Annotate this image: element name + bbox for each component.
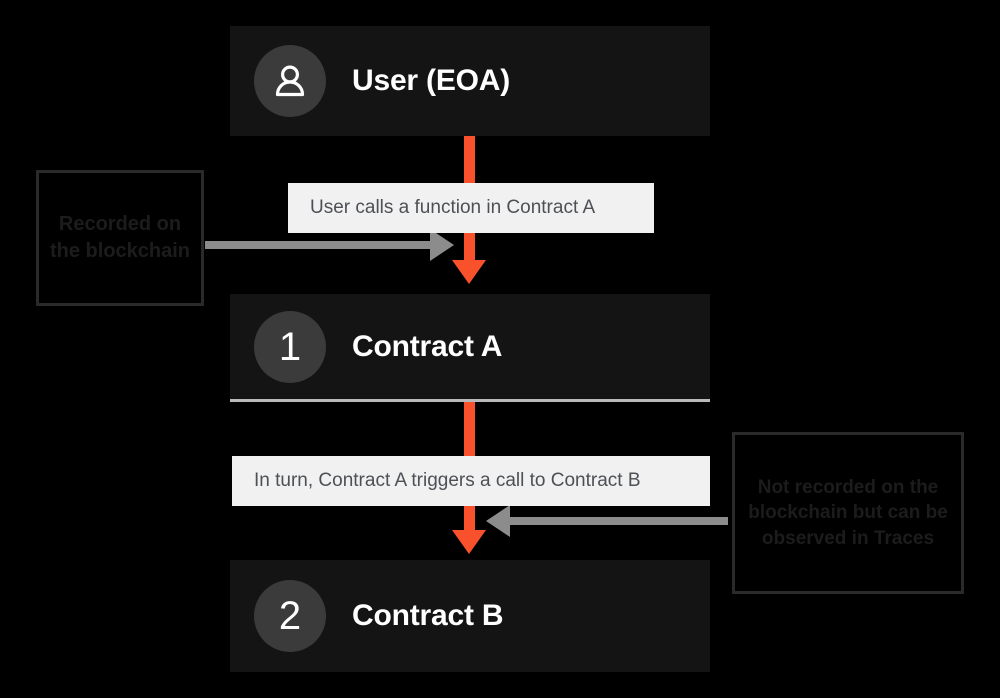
node-contract-a[interactable]: 1 Contract A <box>230 294 710 402</box>
arrow-contract-a-to-contract-b-head <box>452 530 486 554</box>
person-icon <box>254 45 326 117</box>
node-user[interactable]: User (EOA) <box>230 26 710 136</box>
node-user-title: User (EOA) <box>352 64 511 97</box>
step-number-badge: 2 <box>254 580 326 652</box>
annotation-arrow-left-head <box>430 229 454 261</box>
annotation-arrow-left-shaft <box>205 241 437 249</box>
node-contract-b[interactable]: 2 Contract B <box>230 560 710 672</box>
step-label-1: User calls a function in Contract A <box>288 183 654 233</box>
annotation-arrow-right-shaft <box>500 517 728 525</box>
arrow-user-to-contract-a-head <box>452 260 486 284</box>
node-contract-b-title: Contract B <box>352 599 504 632</box>
step-label-2: In turn, Contract A triggers a call to C… <box>232 456 710 506</box>
annotation-arrow-right-head <box>486 505 510 537</box>
annotation-recorded: Recorded on the blockchain <box>36 170 204 306</box>
node-contract-a-title: Contract A <box>352 329 503 363</box>
step-number-badge: 1 <box>254 310 326 383</box>
annotation-not-recorded: Not recorded on the blockchain but can b… <box>732 432 964 594</box>
